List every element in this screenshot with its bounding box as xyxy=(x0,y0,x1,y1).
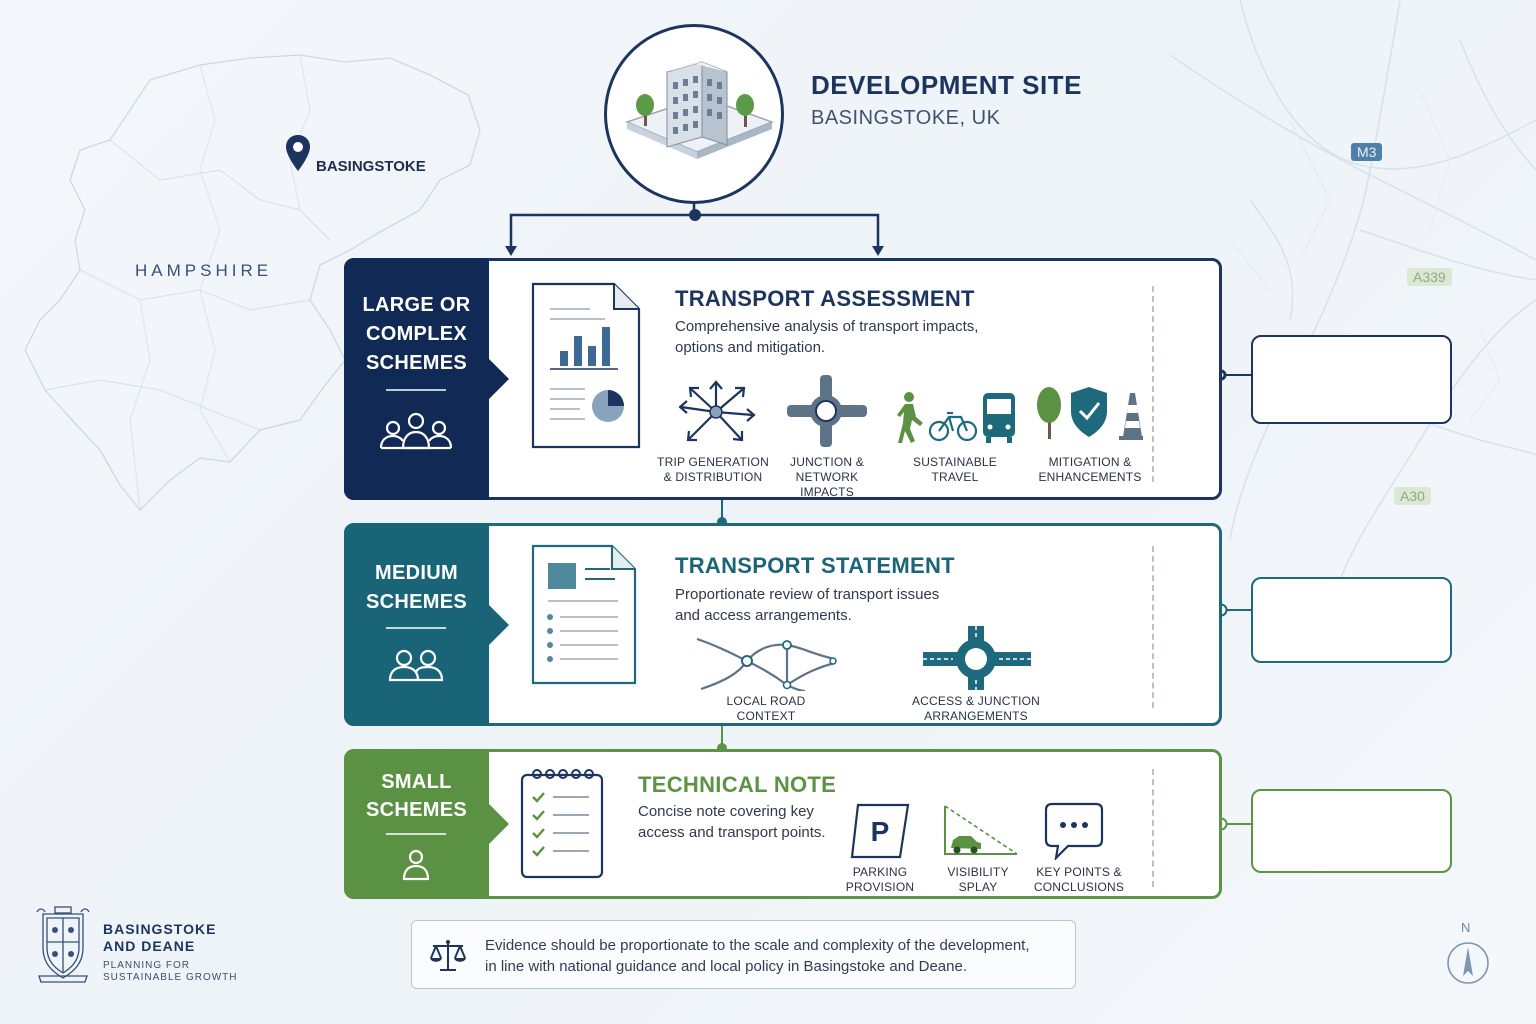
tier-description-line: Proportionate review of transport issues xyxy=(675,586,940,603)
tier-description-line: access and transport points. xyxy=(638,824,826,841)
tier-description-line: Concise note covering key xyxy=(638,803,814,820)
council-name: BASINGSTOKE AND DEANE xyxy=(103,921,216,955)
council-crest-logo xyxy=(36,906,90,983)
council-name-line: BASINGSTOKE xyxy=(103,921,217,937)
pointer-notch xyxy=(489,359,509,399)
item-label-line: PROVISION xyxy=(845,880,915,894)
scheme-label-line: LARGE OR xyxy=(362,294,471,316)
item-label-line: ENHANCEMENTS xyxy=(1038,470,1142,484)
road-badge-m3: M3 xyxy=(1351,143,1383,161)
empty-output-box xyxy=(1251,789,1452,873)
site-title: DEVELOPMENT SITE xyxy=(811,70,1082,100)
svg-text:P: P xyxy=(871,816,890,847)
building-icon xyxy=(624,61,775,159)
item-label-line: TRIP GENERATION xyxy=(657,455,769,469)
tier-title: TECHNICAL NOTE xyxy=(638,772,837,797)
speech-bubble-icon xyxy=(1044,802,1104,860)
tier-small-schemes: SMALL SCHEMES TECHNICAL NOTE Concise not… xyxy=(344,749,1222,899)
item-label-line: ARRANGEMENTS xyxy=(924,709,1028,723)
site-subtitle: BASINGSTOKE, UK xyxy=(811,107,1001,129)
item-label-line: KEY POINTS & xyxy=(1036,865,1122,879)
pointer-notch xyxy=(489,804,509,844)
council-tagline: PLANNING FOR SUSTAINABLE GROWTH xyxy=(103,960,238,984)
item-label-line: CONCLUSIONS xyxy=(1033,880,1125,894)
pin-label: BASINGSTOKE xyxy=(316,158,426,175)
council-tagline-line: SUSTAINABLE GROWTH xyxy=(103,972,238,983)
people-pair-icon xyxy=(388,649,444,682)
pointer-notch xyxy=(489,604,509,645)
scheme-label-panel: SMALL SCHEMES xyxy=(344,749,509,899)
divider xyxy=(386,627,446,629)
empty-output-box xyxy=(1251,577,1452,663)
tier-description-line: options and mitigation. xyxy=(675,339,826,356)
report-document-icon xyxy=(531,282,641,449)
scheme-label-line: SMALL xyxy=(381,771,452,793)
trip-generation-icon xyxy=(679,380,756,442)
roundabout-junction-icon xyxy=(787,375,867,447)
item-label-line: LOCAL ROAD xyxy=(726,694,806,708)
tier-description-line: and access arrangements. xyxy=(675,607,852,624)
item-label-line: PARKING xyxy=(852,865,908,879)
checklist-notepad-icon xyxy=(520,769,604,879)
dashed-divider xyxy=(1152,769,1154,887)
item-label-line: TRAVEL xyxy=(931,470,979,484)
item-label-line: & DISTRIBUTION xyxy=(663,470,763,484)
scheme-label-panel: LARGE OR COMPLEX SCHEMES xyxy=(344,258,509,500)
parking-icon: P xyxy=(850,803,910,859)
scheme-label-line: SCHEMES xyxy=(365,591,467,613)
guidance-note-text: Evidence should be proportionate to the … xyxy=(485,935,1030,977)
item-label-line: JUNCTION & xyxy=(790,455,864,469)
person-icon xyxy=(402,849,430,881)
council-tagline-line: PLANNING FOR xyxy=(103,960,191,971)
tier-large-schemes: LARGE OR COMPLEX SCHEMES TRANSPORT A xyxy=(344,258,1222,500)
empty-output-box xyxy=(1251,335,1452,424)
visibility-splay-icon xyxy=(944,805,1018,855)
item-label-line: SUSTAINABLE xyxy=(912,455,997,469)
tier-title: TRANSPORT STATEMENT xyxy=(675,553,955,578)
minor-roads-background xyxy=(1229,89,1501,421)
scheme-label-line: MEDIUM xyxy=(375,562,458,584)
divider xyxy=(386,833,446,835)
tier-title: TRANSPORT ASSESSMENT xyxy=(675,286,975,311)
item-label-line: NETWORK IMPACTS xyxy=(795,470,859,499)
guidance-note-box: Evidence should be proportionate to the … xyxy=(411,920,1076,989)
people-group-icon xyxy=(379,412,453,450)
road-badge-a30: A30 xyxy=(1394,487,1431,505)
compass-north-label: N xyxy=(1461,920,1471,935)
divider xyxy=(386,389,446,391)
guidance-note-line: Evidence should be proportionate to the … xyxy=(485,937,1030,954)
scheme-label-panel: MEDIUM SCHEMES xyxy=(344,523,509,726)
sustainable-travel-icon xyxy=(897,392,1015,443)
item-label-line: SPLAY xyxy=(958,880,998,894)
item-label-line: VISIBILITY xyxy=(947,865,1009,879)
statement-document-icon xyxy=(531,544,637,685)
access-junction-icon xyxy=(923,626,1031,690)
item-label-line: MITIGATION & xyxy=(1048,455,1132,469)
road-badge-a339: A339 xyxy=(1407,268,1452,286)
council-name-line: AND DEANE xyxy=(103,938,196,954)
mitigation-icon xyxy=(1037,387,1143,440)
development-site-circle xyxy=(604,24,784,204)
region-label: HAMPSHIRE xyxy=(135,261,273,280)
dashed-divider xyxy=(1152,546,1154,708)
tier-description-line: Comprehensive analysis of transport impa… xyxy=(675,318,979,335)
road-network-icon xyxy=(696,637,837,691)
location-pin-icon xyxy=(286,135,310,171)
compass-icon xyxy=(1447,942,1489,984)
scheme-label-line: COMPLEX xyxy=(366,323,467,345)
scales-of-justice-icon xyxy=(430,940,466,971)
item-label-line: ACCESS & JUNCTION xyxy=(911,694,1041,708)
guidance-note-line: in line with national guidance and local… xyxy=(485,958,967,975)
item-label-line: CONTEXT xyxy=(736,709,796,723)
scheme-label-line: SCHEMES xyxy=(365,799,467,821)
scheme-label-line: SCHEMES xyxy=(365,352,467,374)
dashed-divider xyxy=(1152,286,1154,482)
tier-medium-schemes: MEDIUM SCHEMES TRANSPORT STATEMENT Propo… xyxy=(344,523,1222,726)
hampshire-outline xyxy=(24,54,481,511)
